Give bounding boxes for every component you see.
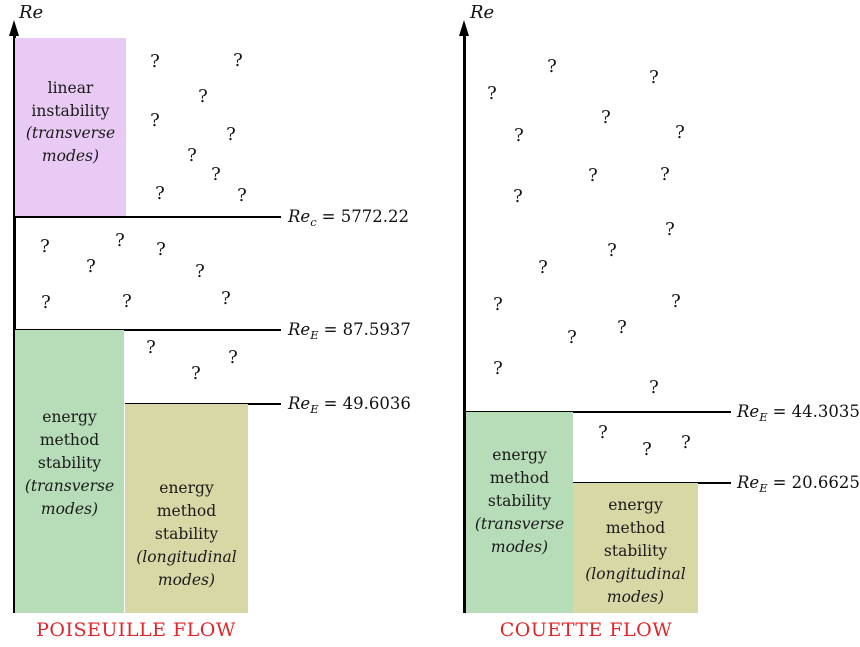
question-mark: ? [665, 219, 675, 240]
threshold-label-ree-49: ReE = 49.6036 [288, 393, 411, 417]
region-label-upright: energy method stability [37, 408, 102, 472]
region-label-linear-instability: linear instability (transverse modes) [15, 77, 126, 167]
question-mark: ? [146, 337, 156, 358]
question-mark: ? [211, 164, 221, 185]
region-energy-longitudinal-couette [573, 483, 698, 613]
poiseuille-axis-label: Re [19, 2, 44, 23]
region-label-upright: energy method stability [603, 496, 668, 560]
region-label-italic: (transverse modes) [24, 477, 115, 518]
question-mark: ? [41, 292, 51, 313]
question-mark: ? [115, 230, 125, 251]
question-mark: ? [649, 377, 659, 398]
region-label-upright: energy method stability [487, 446, 552, 510]
threshold-value: = 44.3035 [772, 401, 860, 421]
couette-y-axis-arrow-icon [459, 20, 469, 36]
question-mark: ? [187, 145, 197, 166]
question-mark: ? [601, 107, 611, 128]
reynolds-subscript: E [759, 410, 768, 425]
question-mark: ? [155, 183, 165, 204]
poiseuille-y-axis [13, 28, 16, 613]
question-mark: ? [221, 288, 231, 309]
question-mark: ? [617, 317, 627, 338]
threshold-value: = 20.6625 [772, 472, 860, 492]
poiseuille-y-axis-arrow-icon [9, 20, 19, 36]
threshold-label-ree-87: ReE = 87.5937 [288, 319, 411, 343]
couette-flow-title: COUETTE FLOW [499, 619, 673, 641]
reynolds-subscript: c [310, 215, 317, 230]
region-label-energy-transverse-couette: energy method stability (transverse mode… [466, 444, 573, 559]
question-mark: ? [195, 261, 205, 282]
threshold-line-ree-49 [125, 403, 281, 405]
reynolds-subscript: E [310, 402, 319, 417]
question-mark: ? [40, 236, 50, 257]
question-mark: ? [642, 439, 652, 460]
region-label-italic: (longitudinal modes) [585, 565, 686, 606]
question-mark: ? [86, 256, 96, 277]
question-mark: ? [191, 363, 201, 384]
question-mark: ? [514, 125, 524, 146]
question-mark: ? [233, 50, 243, 71]
question-mark: ? [598, 422, 608, 443]
question-mark: ? [567, 327, 577, 348]
region-energy-longitudinal-poiseuille [125, 404, 248, 613]
region-energy-transverse-couette [466, 412, 573, 613]
question-mark: ? [487, 83, 497, 104]
question-mark: ? [228, 347, 238, 368]
threshold-value: = 5772.22 [321, 206, 409, 226]
region-label-italic: (transverse modes) [474, 515, 565, 556]
question-mark: ? [493, 358, 503, 379]
question-mark: ? [607, 240, 617, 261]
reynolds-symbol: Re [288, 319, 311, 339]
threshold-label-ree-44: ReE = 44.3035 [737, 401, 860, 425]
question-mark: ? [671, 291, 681, 312]
threshold-value: = 87.5937 [323, 319, 411, 339]
question-mark: ? [237, 185, 247, 206]
region-energy-transverse-poiseuille [15, 330, 124, 613]
reynolds-subscript: E [759, 481, 768, 496]
threshold-value: = 49.6036 [323, 393, 411, 413]
couette-axis-label: Re [470, 2, 495, 23]
region-linear-instability [15, 38, 126, 216]
region-label-italic: (longitudinal modes) [136, 548, 237, 589]
couette-y-axis [463, 28, 466, 613]
question-mark: ? [150, 51, 160, 72]
question-mark: ? [513, 186, 523, 207]
region-label-upright: linear instability [31, 79, 110, 120]
reynolds-subscript: E [310, 328, 319, 343]
question-mark: ? [547, 56, 557, 77]
reynolds-symbol: Re [288, 206, 311, 226]
threshold-line-rec-5772 [15, 216, 281, 218]
question-mark: ? [122, 291, 132, 312]
question-mark: ? [588, 165, 598, 186]
reynolds-symbol: Re [288, 393, 311, 413]
region-label-energy-transverse-poiseuille: energy method stability (transverse mode… [15, 406, 124, 521]
question-mark: ? [156, 239, 166, 260]
question-mark: ? [150, 110, 160, 131]
question-mark: ? [681, 432, 691, 453]
threshold-line-ree-20 [573, 482, 731, 484]
region-label-energy-longitudinal-couette: energy method stability (longitudinal mo… [573, 494, 698, 609]
reynolds-symbol: Re [737, 472, 760, 492]
region-label-italic: (transverse modes) [25, 124, 116, 165]
question-mark: ? [198, 86, 208, 107]
region-label-energy-longitudinal-poiseuille: energy method stability (longitudinal mo… [125, 477, 248, 592]
question-mark: ? [649, 67, 659, 88]
question-mark: ? [660, 164, 670, 185]
question-mark: ? [675, 122, 685, 143]
threshold-line-ree-44 [466, 411, 731, 413]
question-mark: ? [538, 257, 548, 278]
poiseuille-flow-title: POISEUILLE FLOW [36, 619, 236, 641]
reynolds-symbol: Re [737, 401, 760, 421]
question-mark: ? [493, 294, 503, 315]
threshold-line-ree-87 [15, 329, 281, 331]
threshold-label-ree-20: ReE = 20.6625 [737, 472, 860, 496]
region-label-upright: energy method stability [154, 479, 219, 543]
threshold-label-rec-5772: Rec = 5772.22 [288, 206, 409, 230]
question-mark: ? [226, 124, 236, 145]
